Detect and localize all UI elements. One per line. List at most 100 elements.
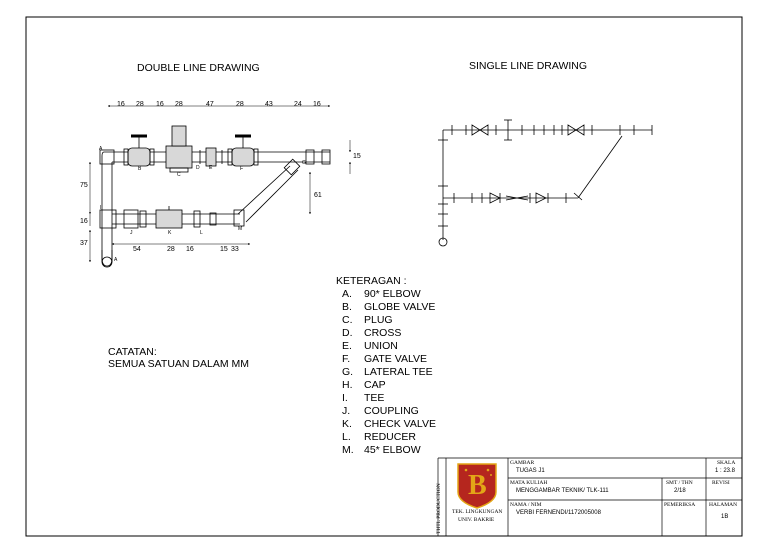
tee-right — [305, 149, 315, 165]
single-top-joints — [451, 119, 653, 141]
left-vertical-pipe — [101, 162, 113, 262]
halaman-value: 1B — [721, 514, 729, 520]
logo-letter: B — [468, 470, 487, 501]
dim-left-2: 16 — [80, 218, 88, 225]
point-k: K — [168, 230, 172, 236]
sheet-border — [25, 16, 743, 537]
university-logo — [457, 463, 497, 509]
legend-item-label: CHECK VALVE — [364, 418, 436, 430]
point-m: M — [238, 226, 243, 232]
smt-value: 2/18 — [674, 488, 686, 494]
point-i: I — [100, 205, 102, 211]
single-line-drawing — [438, 119, 653, 247]
double-line-title: DOUBLE LINE DRAWING — [137, 62, 260, 74]
dim-bottom-4: 15 — [220, 246, 228, 253]
single-line-title: SINGLE LINE DRAWING — [469, 60, 588, 72]
single-lateral-line — [577, 135, 623, 199]
dim-top-9: 16 — [313, 101, 321, 108]
halaman-label: HALAMAN — [709, 502, 738, 508]
legend-item-label: CROSS — [364, 327, 402, 339]
coupling-j — [139, 210, 147, 228]
legend-item-label: PLUG — [364, 314, 393, 326]
dim-lateral: 61 — [314, 192, 322, 199]
single-bottom-joints — [453, 192, 583, 204]
point-a-bottom: A — [114, 257, 118, 263]
legend-item: E. UNION — [336, 340, 436, 353]
reducer-l — [193, 210, 217, 228]
legend-item: L.REDUCER — [336, 431, 436, 444]
dim-bottom-3: 16 — [186, 246, 194, 253]
elbow-bottom-circle — [101, 256, 113, 268]
plug-cross-c — [165, 125, 193, 173]
nama-value: VERBI FERNENDI/1172005008 — [516, 510, 601, 516]
legend-item-label: 45* ELBOW — [364, 444, 421, 456]
point-l: L — [200, 230, 203, 236]
legend-item-label: REDUCER — [364, 431, 416, 443]
single-left-joints — [438, 139, 448, 227]
lateral-pipe — [237, 158, 301, 223]
legend-item-key: I. — [342, 392, 348, 404]
legend-item: G. LATERAL TEE — [336, 366, 436, 379]
point-g: G — [302, 160, 306, 166]
dim-left-3: 37 — [80, 240, 88, 247]
matkul-value: MENGGAMBAR TEKNIK/ TLK-111 — [516, 488, 609, 494]
smt-label: SMT / THN — [666, 480, 693, 486]
union-d — [199, 147, 223, 167]
legend-item: C. PLUG — [336, 314, 436, 327]
nama-label: NAMA / NIM — [510, 502, 542, 508]
side-production-text: THTL PRODUCTION — [436, 483, 442, 534]
legend-item-key: B. — [342, 301, 352, 313]
skala-label: SKALA — [717, 460, 736, 466]
legend-item-label: LATERAL TEE — [364, 366, 433, 378]
institution-line1: TEK. LINGKUNGAN — [452, 509, 503, 515]
dim-right-vertical: 15 — [353, 153, 361, 160]
dimension-lines — [89, 105, 351, 263]
gambar-label: GAMBAR — [510, 460, 535, 466]
legend-item-key: E. — [342, 340, 352, 352]
legend-item: M.45* ELBOW — [336, 444, 436, 457]
legend-item-key: G. — [342, 366, 354, 378]
globe-valve-b — [123, 134, 155, 167]
tee-i — [99, 209, 117, 229]
matkul-label: MATA KULIAH — [510, 480, 548, 486]
legend-title: KETERAGAN : — [336, 275, 407, 287]
notes-title: CATATAN: — [108, 346, 157, 358]
dim-bottom-2: 28 — [167, 246, 175, 253]
gate-valve-f — [227, 134, 259, 167]
legend-item-key: D. — [342, 327, 353, 339]
legend-item: A. 90* ELBOW — [336, 288, 436, 301]
legend-item-key: C. — [342, 314, 353, 326]
single-elbow-circle — [438, 237, 448, 247]
legend-item-label: 90* ELBOW — [364, 288, 421, 300]
notes-text: SEMUA SATUAN DALAM MM — [108, 358, 249, 370]
title-block-lines — [437, 457, 742, 536]
double-line-drawing — [99, 125, 331, 268]
elbow-90-top-a — [101, 151, 112, 162]
legend-item-label: UNION — [364, 340, 398, 352]
dim-top-4: 28 — [175, 101, 183, 108]
legend-item-key: K. — [342, 418, 352, 430]
legend-item-key: J. — [342, 405, 351, 417]
legend-item-label: TEE — [364, 392, 385, 404]
point-j: J — [130, 230, 133, 236]
legend-item-key: F. — [342, 353, 351, 365]
point-b: B — [138, 166, 142, 172]
legend-item-key: A. — [342, 288, 352, 300]
dim-bottom-5: 33 — [231, 246, 239, 253]
legend-item: D. CROSS — [336, 327, 436, 340]
legend-item-label: COUPLING — [364, 405, 419, 417]
point-c: C — [177, 172, 181, 178]
skala-value: 1 : 23.8 — [715, 468, 736, 474]
legend-item: H.CAP — [336, 379, 436, 392]
legend-item: B.GLOBE VALVE — [336, 301, 436, 314]
dim-top-2: 28 — [136, 101, 144, 108]
point-d: D — [196, 165, 200, 171]
point-e: E — [209, 165, 213, 171]
point-f: F — [240, 166, 244, 172]
dim-top-5: 47 — [206, 101, 214, 108]
gambar-value: TUGAS J1 — [516, 468, 545, 474]
institution-line2: UNIV. BAKRIE — [458, 517, 495, 523]
